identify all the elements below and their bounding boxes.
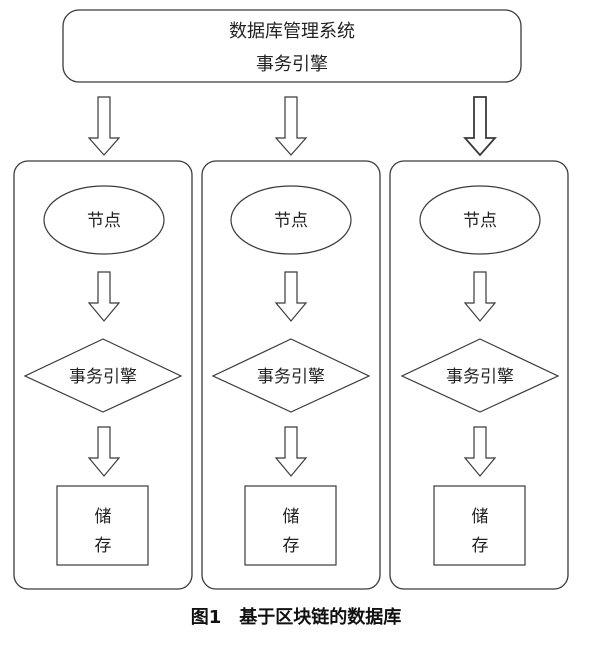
storage-label-line1: 储 bbox=[283, 507, 300, 527]
column-1: 节点 事务引擎 储 存 bbox=[13, 160, 193, 590]
transaction-engine-label: 事务引擎 bbox=[257, 367, 325, 387]
column-frame bbox=[201, 160, 381, 590]
node-label: 节点 bbox=[463, 211, 497, 231]
storage-label-line2: 存 bbox=[283, 536, 300, 556]
storage-label-line1: 储 bbox=[472, 507, 489, 527]
down-arrow-icon bbox=[463, 96, 497, 157]
storage-label-line2: 存 bbox=[95, 536, 112, 556]
node-ellipse bbox=[419, 185, 541, 255]
figure-caption: 图1 基于区块链的数据库 bbox=[191, 606, 402, 628]
transaction-engine-diamond bbox=[400, 338, 560, 413]
dbms-box: 数据库管理系统 事务引擎 bbox=[62, 9, 522, 83]
down-arrow-icon bbox=[87, 96, 121, 156]
column-frame bbox=[13, 160, 193, 590]
column-3: 节点 事务引擎 储 存 bbox=[389, 160, 569, 590]
down-arrow-icon bbox=[274, 426, 308, 477]
down-arrow-icon bbox=[274, 96, 308, 156]
node-label: 节点 bbox=[87, 211, 121, 231]
storage-box bbox=[433, 485, 526, 566]
down-arrow-icon bbox=[463, 271, 497, 322]
transaction-engine-diamond bbox=[211, 338, 371, 413]
storage-label-line2: 存 bbox=[472, 536, 489, 556]
down-arrow-icon bbox=[87, 271, 121, 322]
transaction-engine-label: 事务引擎 bbox=[69, 367, 137, 387]
storage-box bbox=[244, 485, 337, 566]
node-ellipse bbox=[43, 185, 165, 255]
down-arrow-icon bbox=[87, 426, 121, 477]
down-arrow-icon bbox=[463, 426, 497, 477]
storage-box bbox=[56, 485, 149, 566]
node-ellipse bbox=[230, 185, 352, 255]
down-arrow-icon bbox=[274, 271, 308, 322]
transaction-engine-label: 事务引擎 bbox=[446, 367, 514, 387]
column-2: 节点 事务引擎 储 存 bbox=[201, 160, 381, 590]
storage-label-line1: 储 bbox=[95, 507, 112, 527]
dbms-subtitle: 事务引擎 bbox=[256, 54, 328, 75]
transaction-engine-diamond bbox=[23, 338, 183, 413]
node-label: 节点 bbox=[274, 211, 308, 231]
dbms-title: 数据库管理系统 bbox=[229, 21, 355, 42]
dbms-box-frame bbox=[62, 9, 522, 83]
column-frame bbox=[389, 160, 569, 590]
